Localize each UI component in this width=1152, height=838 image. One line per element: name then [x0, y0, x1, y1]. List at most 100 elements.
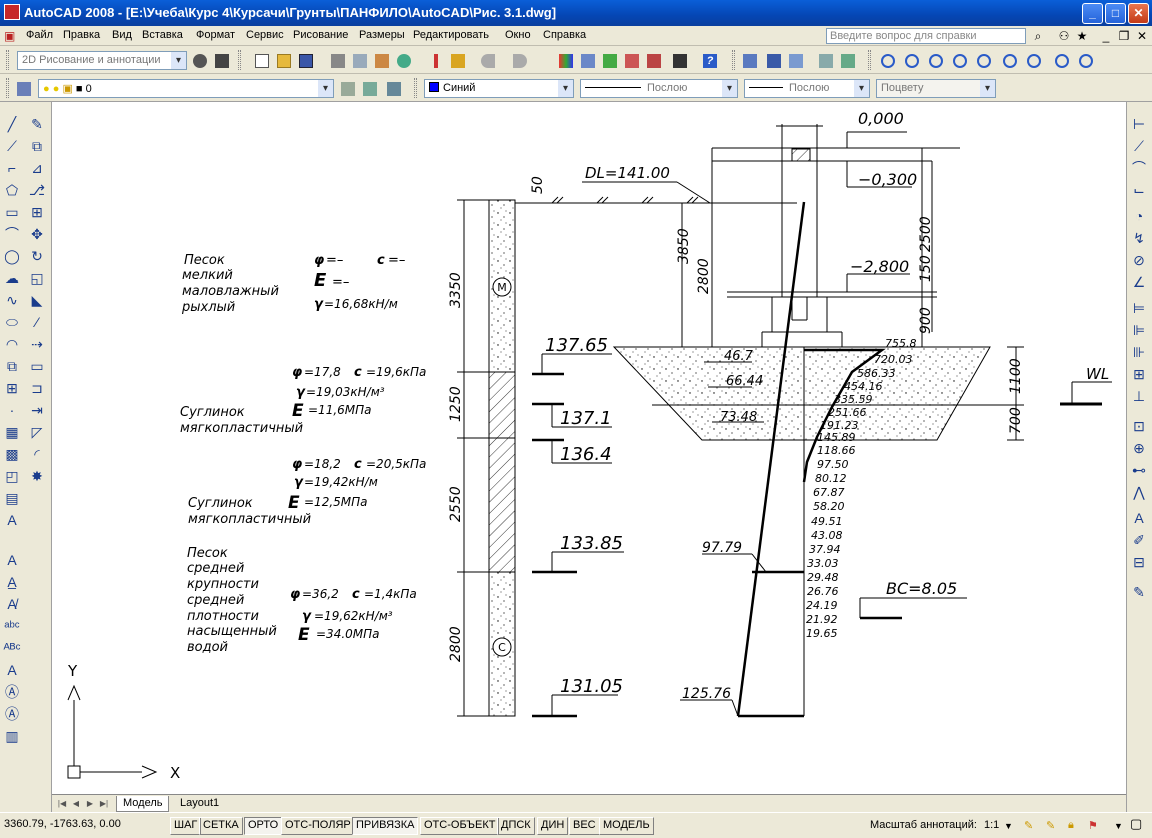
ellipse-icon[interactable]: ⬭ — [6, 314, 18, 330]
menu-insert[interactable]: Вставка — [142, 29, 183, 41]
mirror-icon[interactable]: ⊿ — [31, 160, 43, 176]
arc-icon[interactable]: ⌒ — [5, 226, 19, 242]
copy-icon[interactable]: ⧉ — [32, 138, 42, 154]
radius-dim-icon[interactable]: ◔ — [1134, 208, 1144, 224]
zoom-in-icon[interactable] — [1000, 51, 1020, 71]
model-toggle[interactable]: МОДЕЛЬ — [599, 817, 654, 835]
doc-restore-button[interactable]: ❐ — [1118, 29, 1130, 43]
color-select[interactable]: Синий — [424, 79, 574, 98]
point-icon[interactable]: · — [9, 402, 15, 418]
close-button[interactable]: ✕ — [1128, 3, 1149, 24]
dim-text-edit-icon[interactable]: ✐ — [1133, 532, 1145, 548]
ellipse-arc-icon[interactable]: ◠ — [5, 336, 19, 352]
otrack-toggle[interactable]: ОТС-ОБЪЕКТ — [420, 817, 500, 835]
layer-previous-icon[interactable] — [360, 79, 380, 99]
jogged-linear-icon[interactable]: ⋀ — [1133, 484, 1145, 500]
sheet-set-icon[interactable] — [622, 51, 642, 71]
ortho-toggle[interactable]: ОРТО — [244, 817, 283, 835]
zoom-center-icon[interactable] — [974, 51, 994, 71]
scale-dropdown-icon[interactable]: ▼ — [1004, 821, 1013, 831]
break-icon[interactable]: ▭ — [30, 358, 44, 374]
polar-toggle[interactable]: ОТС-ПОЛЯР — [281, 817, 355, 835]
document-icon[interactable]: ▣ — [4, 29, 16, 43]
communication-center-icon[interactable]: ⚇ — [1058, 29, 1070, 43]
angular-dim-icon[interactable]: ∠ — [1132, 274, 1146, 290]
zoom-dynamic-icon[interactable] — [926, 51, 946, 71]
menu-view[interactable]: Вид — [112, 29, 132, 41]
explode-icon[interactable]: ✸ — [31, 468, 43, 484]
spell-check-icon[interactable]: ᴬᴮᶜ — [3, 640, 21, 656]
layer-select[interactable]: ● ● ▣ ■ 0 — [38, 79, 334, 98]
make-block-icon[interactable]: ⊞ — [6, 380, 18, 396]
prev-tab-arrow-icon[interactable]: ◀ — [72, 799, 80, 808]
tray-settings-icon[interactable]: ⚑ — [1088, 820, 1098, 832]
ordinate-dim-icon[interactable]: ⌙ — [1133, 182, 1145, 198]
spline-icon[interactable]: ∿ — [6, 292, 18, 308]
menu-help[interactable]: Справка — [543, 29, 587, 41]
match-properties-icon[interactable] — [448, 51, 468, 71]
arc-length-icon[interactable]: ⌒ — [1132, 160, 1146, 176]
dim-style-icon[interactable]: ✎ — [1133, 584, 1145, 600]
tool-palettes-icon[interactable] — [600, 51, 620, 71]
snap-toggle[interactable]: ШАГ — [170, 817, 202, 835]
erase-icon[interactable]: ✎ — [31, 116, 43, 132]
polyline-icon[interactable]: ⌐ — [7, 160, 17, 176]
gradient-icon[interactable]: ▩ — [5, 446, 19, 462]
calculator-icon[interactable] — [670, 51, 690, 71]
array-icon[interactable]: ⊞ — [31, 204, 43, 220]
construction-line-icon[interactable]: ⟋ — [7, 138, 17, 154]
my-workspace-icon[interactable] — [212, 51, 232, 71]
layer-manager-icon[interactable] — [14, 79, 34, 99]
aligned-dim-icon[interactable]: ⟋ — [1134, 138, 1144, 154]
doc-close-button[interactable]: ✕ — [1136, 29, 1148, 43]
model-space-canvas[interactable]: М С 3350 1250 2550 2800 50 — [52, 102, 1126, 794]
find-text-icon[interactable]: ᵃᵇᶜ — [4, 618, 20, 634]
trim-icon[interactable]: ⁄ — [35, 314, 39, 330]
dyn-toggle[interactable]: ДИН — [537, 817, 569, 835]
search-icon[interactable]: ⌕ — [1034, 29, 1042, 43]
jogged-dim-icon[interactable]: ↯ — [1133, 230, 1145, 246]
scale-text-icon[interactable]: Ⓐ — [5, 684, 19, 700]
zoom-all-icon[interactable] — [1052, 51, 1072, 71]
menu-tools[interactable]: Сервис — [246, 29, 284, 41]
coordinates-readout[interactable]: 3360.79, -1763.63, 0.00 — [4, 818, 121, 830]
annotation-scale-value[interactable]: 1:1 — [984, 819, 1000, 831]
styles-dim-icon[interactable] — [764, 51, 784, 71]
zoom-scale-icon[interactable] — [950, 51, 970, 71]
linetype-select[interactable]: Послою — [580, 79, 738, 98]
undo-icon[interactable] — [478, 51, 498, 71]
help-icon[interactable]: ? — [700, 51, 720, 71]
next-tab-arrow-icon[interactable]: ▶ — [86, 799, 94, 808]
rotate-icon[interactable]: ↻ — [31, 248, 43, 264]
zoom-window-icon[interactable] — [902, 51, 922, 71]
menu-dimension[interactable]: Размеры — [359, 29, 405, 41]
status-menu-arrow-icon[interactable]: ▼ — [1114, 821, 1123, 831]
tab-layout1[interactable]: Layout1 — [180, 797, 220, 809]
osnap-toggle[interactable]: ПРИВЯЗКА — [352, 817, 419, 835]
lineweight-select[interactable]: Послою — [744, 79, 870, 98]
rectangle-icon[interactable]: ▭ — [5, 204, 19, 220]
last-tab-arrow-icon[interactable]: ▶| — [99, 799, 109, 808]
quick-dim-icon[interactable]: ⊨ — [1132, 300, 1146, 316]
workspace-settings-icon[interactable] — [190, 51, 210, 71]
properties-icon[interactable] — [578, 51, 598, 71]
dim-space-icon[interactable]: ⊞ — [1133, 366, 1145, 382]
convert-text-icon[interactable]: ▥ — [5, 728, 19, 744]
linear-dim-icon[interactable]: ⊢ — [1132, 116, 1146, 132]
justify-text-icon[interactable]: Ⓐ — [5, 706, 19, 722]
menu-window[interactable]: Окно — [505, 29, 531, 41]
text-icon[interactable]: A — [7, 552, 17, 568]
menu-format[interactable]: Формат — [196, 29, 236, 41]
polygon-icon[interactable]: ⬠ — [5, 182, 19, 198]
stretch-icon[interactable]: ◣ — [31, 292, 43, 308]
help-search-input[interactable]: Введите вопрос для справки — [826, 28, 1026, 44]
toolbar-grip[interactable] — [6, 50, 9, 70]
cut-icon[interactable] — [426, 51, 446, 71]
menu-draw[interactable]: Рисование — [293, 29, 349, 41]
plotstyle-select[interactable]: Поцвету — [876, 79, 996, 98]
annotation-visibility-icon[interactable]: ✎ — [1024, 820, 1034, 832]
styles-text-icon[interactable] — [740, 51, 760, 71]
workspace-select[interactable]: 2D Рисование и аннотации — [17, 51, 187, 70]
save-icon[interactable] — [296, 51, 316, 71]
text-style-icon[interactable]: A — [7, 662, 17, 678]
